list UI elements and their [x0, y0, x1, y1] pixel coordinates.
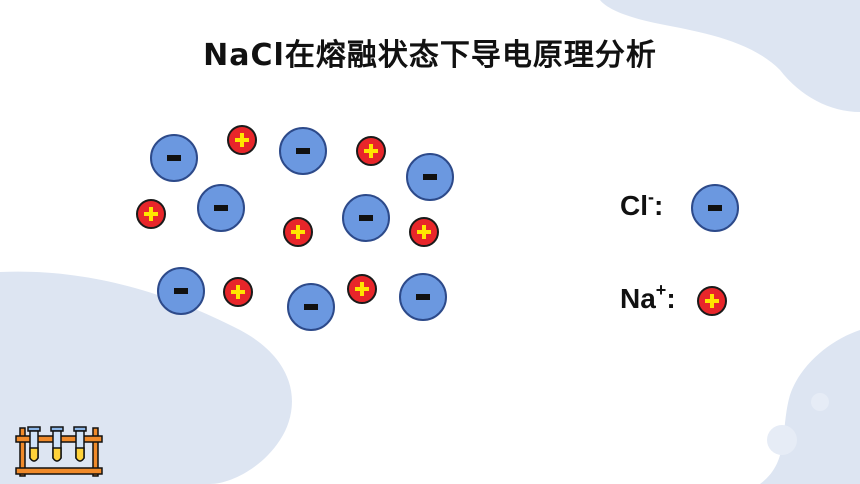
decor-circle-large: [767, 425, 797, 455]
test-tube-rack-icon: [15, 426, 103, 477]
legend-sodium-ion: [697, 286, 727, 316]
minus-icon: [423, 174, 437, 180]
bottom-right-blob: [760, 330, 860, 484]
chloride-ion: [279, 127, 327, 175]
chloride-ion: [157, 267, 205, 315]
chloride-ion: [197, 184, 245, 232]
top-right-blob: [600, 0, 860, 112]
chloride-ion: [342, 194, 390, 242]
sodium-ion: [283, 217, 313, 247]
minus-icon: [708, 205, 722, 211]
sodium-ion: [356, 136, 386, 166]
slide-title: NaCl在熔融状态下导电原理分析: [203, 38, 657, 73]
chloride-colon: :: [654, 190, 664, 221]
sodium-ion: [347, 274, 377, 304]
minus-icon: [296, 148, 310, 154]
decor-circle-small: [811, 393, 829, 411]
bottom-left-blob: [0, 271, 292, 484]
sodium-ion: [136, 199, 166, 229]
legend-chloride-label: Cl-:: [620, 187, 664, 222]
minus-icon: [174, 288, 188, 294]
sodium-colon: :: [666, 283, 676, 314]
chloride-charge: -: [648, 187, 654, 207]
sodium-charge: +: [655, 280, 667, 300]
sodium-symbol: Na: [620, 283, 656, 314]
minus-icon: [167, 155, 181, 161]
chloride-ion: [399, 273, 447, 321]
sodium-ion: [227, 125, 257, 155]
sodium-ion: [223, 277, 253, 307]
sodium-ion: [409, 217, 439, 247]
chloride-ion: [287, 283, 335, 331]
legend-sodium-label: Na+:: [620, 280, 676, 315]
chloride-ion: [406, 153, 454, 201]
minus-icon: [416, 294, 430, 300]
minus-icon: [304, 304, 318, 310]
chloride-symbol: Cl: [620, 190, 648, 221]
minus-icon: [214, 205, 228, 211]
minus-icon: [359, 215, 373, 221]
chloride-ion: [150, 134, 198, 182]
legend-chloride-ion: [691, 184, 739, 232]
